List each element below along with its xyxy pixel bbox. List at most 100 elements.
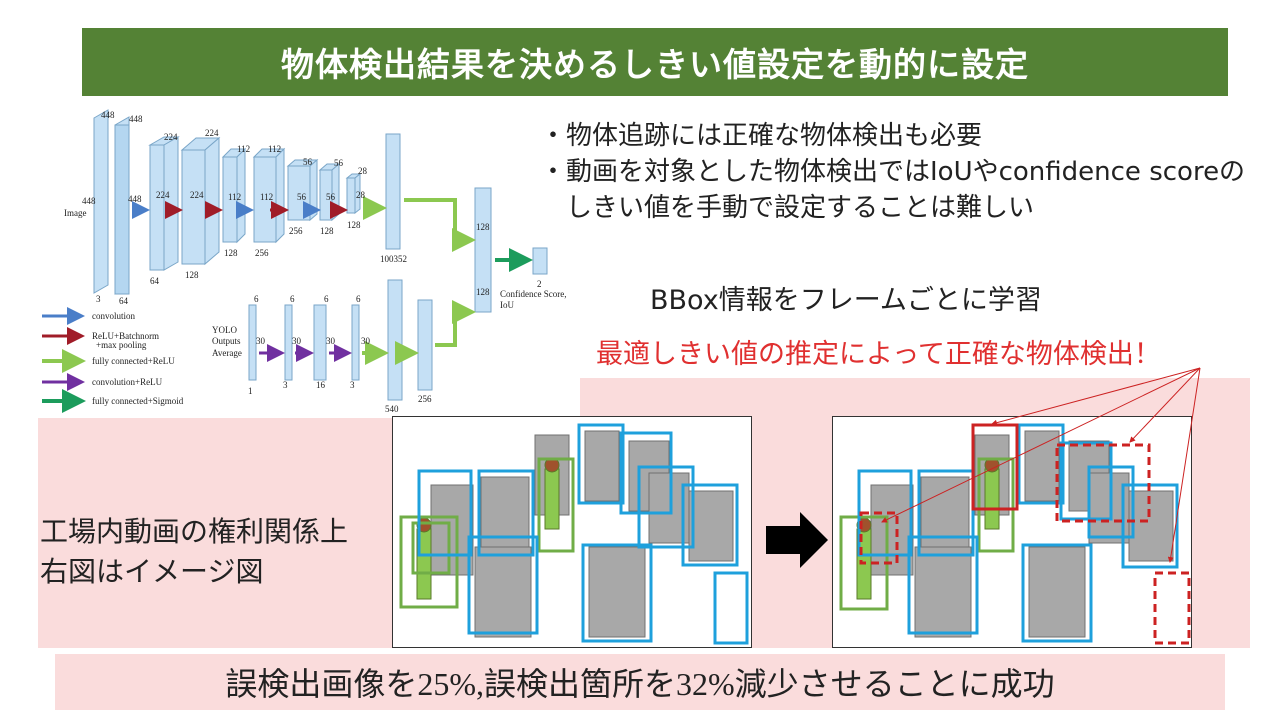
machine-detection-box <box>637 465 695 549</box>
layer-face <box>346 177 356 214</box>
dim-label: 540 <box>385 404 399 414</box>
layer-block <box>93 109 109 294</box>
legend-label: fully connected+ReLU <box>92 356 175 366</box>
fc-layer <box>385 133 401 250</box>
dim-label: 448 <box>129 114 143 124</box>
before-scene <box>399 423 749 645</box>
dim-label: 128 <box>224 248 238 258</box>
arrow-fc <box>404 198 476 252</box>
person-detection-box <box>411 521 451 575</box>
bbox-caption: BBox情報をフレームごとに学習 <box>650 285 1042 316</box>
layer-block <box>354 172 361 215</box>
dim-label: 28 <box>358 166 368 176</box>
dim-label: 6 <box>254 294 259 304</box>
layer-block <box>204 136 220 266</box>
dim-label: 224 <box>164 132 178 142</box>
legend-label: convolution <box>92 311 135 321</box>
page-title: 物体検出結果を決めるしきい値設定を動的に設定 <box>82 28 1228 96</box>
dim-label: 112 <box>260 192 273 202</box>
dim-label: 448 <box>128 194 142 204</box>
yolo-label: Average <box>212 348 242 358</box>
after-detection-frame <box>832 416 1192 648</box>
server-rack <box>1024 430 1060 502</box>
side-note: 工場内動画の権利関係上 右図はイメージ図 <box>40 512 348 592</box>
dim-label: 128 <box>185 270 199 280</box>
machine-detection-box <box>477 469 535 557</box>
dim-label: 30 <box>326 336 336 346</box>
machine-detection-box <box>1021 543 1093 643</box>
dim-label: 256 <box>289 226 303 236</box>
before-detection-frame <box>392 416 752 648</box>
side-note-line: 工場内動画の権利関係上 <box>40 515 349 548</box>
input-label: Image <box>64 208 87 218</box>
yolo-label: YOLO <box>212 325 237 335</box>
layer-block <box>275 147 285 244</box>
dim-label: 6 <box>324 294 329 304</box>
right-arrow-icon <box>766 512 828 568</box>
dim-label: 16 <box>316 380 326 390</box>
dim-label: 30 <box>292 336 302 346</box>
dim-label: 112 <box>237 144 250 154</box>
dim-label: 224 <box>190 190 204 200</box>
machine-detection-box <box>907 535 979 635</box>
arrow-fc <box>435 300 476 347</box>
dim-label: 30 <box>361 336 371 346</box>
machine-detection-box <box>619 431 673 515</box>
dim-label: 128 <box>320 226 334 236</box>
dim-label: 128 <box>347 220 361 230</box>
machine-detection-box <box>577 423 625 505</box>
server-rack <box>688 490 734 562</box>
dim-label: 224 <box>156 190 170 200</box>
dim-label: 56 <box>303 157 313 167</box>
server-rack <box>914 546 972 638</box>
machine-detection-box <box>713 571 749 645</box>
yolo-layer <box>284 304 293 381</box>
machine-detection-box <box>581 543 653 643</box>
false-detection-box <box>1153 571 1191 645</box>
output-label: IoU <box>500 300 514 310</box>
dim-label: 1 <box>248 386 253 396</box>
legend-label: +max pooling <box>96 340 147 350</box>
side-note-line: 右図はイメージ図 <box>40 555 264 588</box>
machine-detection-box <box>681 483 739 567</box>
dim-label: 3 <box>283 380 288 390</box>
dim-label: 448 <box>82 196 96 206</box>
dim-label: 64 <box>150 276 160 286</box>
after-scene <box>839 423 1191 645</box>
bullet-item: しきい値を手動で設定することは難しい <box>540 193 1035 223</box>
bullet-item: ・物体追跡には正確な物体検出も必要 <box>540 121 983 151</box>
legend: convolution ReLU+Batchnorm +max pooling … <box>42 307 184 413</box>
dim-label: 256 <box>418 394 432 404</box>
dim-label: 100352 <box>380 254 407 264</box>
person <box>544 468 560 530</box>
layer-face <box>181 149 206 265</box>
person-detection-box <box>537 457 575 553</box>
network-diagram: Image 448 448 448 448 3 64 224 224 64 22… <box>42 109 566 414</box>
false-detection-box <box>859 511 899 565</box>
server-rack <box>1028 546 1086 638</box>
machine-detection-box <box>467 535 539 635</box>
dim-label: 448 <box>101 110 115 120</box>
dim-label: 3 <box>96 294 101 304</box>
yolo-layer <box>351 304 360 381</box>
fc-layer <box>417 299 433 391</box>
dim-label: 2 <box>537 279 542 289</box>
bullet-item: ・動画を対象とした物体検出ではIoUやconfidence scoreの <box>540 157 1246 187</box>
dim-label: 128 <box>476 287 490 297</box>
dim-label: 56 <box>297 192 307 202</box>
dim-label: 56 <box>334 158 344 168</box>
machine-detection-box <box>417 469 473 557</box>
legend-label: fully connected+Sigmoid <box>92 396 184 406</box>
dim-label: 112 <box>268 144 281 154</box>
server-rack <box>1128 490 1174 562</box>
dim-label: 224 <box>205 128 219 138</box>
dim-label: 56 <box>326 192 336 202</box>
fc-layer <box>387 279 403 401</box>
server-rack <box>430 484 474 576</box>
layer-face <box>114 124 130 295</box>
dim-label: 3 <box>350 380 355 390</box>
legend-label: ReLU+Batchnorm <box>92 331 159 341</box>
yolo-layer <box>313 304 327 381</box>
dim-label: 30 <box>256 336 266 346</box>
output-label: Confidence Score, <box>500 289 566 299</box>
